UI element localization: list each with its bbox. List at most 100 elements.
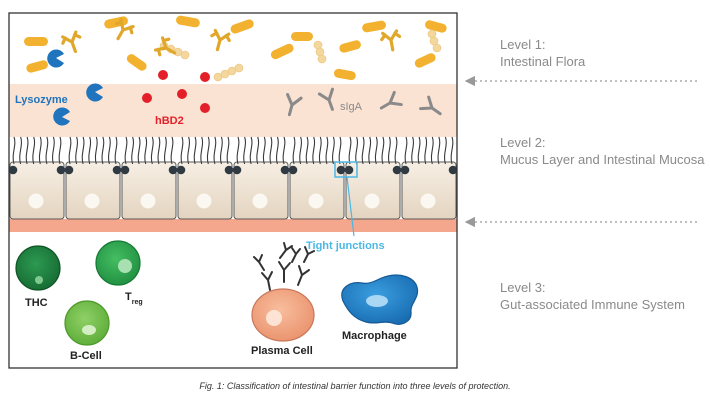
level-3-label: Level 3: Gut-associated Immune System: [500, 279, 685, 313]
hbd2-label: hBD2: [155, 115, 184, 127]
tight-junction-dot: [344, 165, 354, 175]
bacterium: [291, 32, 313, 41]
tight-junction-dot: [120, 165, 130, 175]
antibody: [114, 17, 135, 41]
antibodies-gold: [61, 17, 402, 57]
level-1-title: Level 1:: [500, 37, 546, 52]
hbd2-dot: [158, 70, 168, 80]
thc-cell: [15, 245, 61, 291]
epithelial-cell: [345, 161, 401, 220]
tight-junction-dot: [448, 165, 458, 175]
plasma-cell-label: Plasma Cell: [251, 345, 313, 357]
cell-nucleus: [84, 193, 100, 209]
bacterium: [26, 60, 48, 73]
epithelial-cell: [401, 161, 457, 220]
macrophage-label: Macrophage: [342, 330, 407, 342]
microvilli: [404, 136, 454, 165]
siga-label: sIgA: [340, 101, 363, 113]
bead-chain: [213, 63, 244, 82]
hbd2-dot: [177, 89, 187, 99]
microvilli: [236, 136, 286, 165]
tight-junction-dot: [392, 165, 402, 175]
tight-junction-dot: [8, 165, 18, 175]
bacterium: [334, 68, 356, 81]
basement-membrane: [9, 219, 457, 232]
bacterium: [24, 37, 48, 46]
level-2-subtitle: Mucus Layer and Intestinal Mucosa: [500, 152, 705, 167]
tight-junction-dot: [64, 165, 74, 175]
microvilli: [68, 136, 118, 165]
microvilli: [124, 136, 174, 165]
treg-cell: [95, 240, 141, 286]
epithelial-cell: [121, 161, 177, 220]
tight-junction-dot: [168, 165, 178, 175]
bacterium: [362, 20, 386, 33]
tight-junction-dot: [176, 165, 186, 175]
tight-junction-dot: [336, 165, 346, 175]
bead-chain: [427, 29, 442, 53]
tight-junction-dot: [232, 165, 242, 175]
tight-junction-dot: [112, 165, 122, 175]
bacterium: [126, 54, 147, 71]
level-1-subtitle: Intestinal Flora: [500, 54, 586, 69]
tight-junction-dot: [56, 165, 66, 175]
cell-nucleus: [364, 193, 380, 209]
bacterium: [339, 40, 361, 53]
siga-antibody: [286, 92, 303, 117]
cell-nucleus: [308, 193, 324, 209]
lysozyme-label: Lysozyme: [15, 94, 68, 106]
siga-antibody: [317, 87, 334, 111]
hbd2-dot: [200, 103, 210, 113]
tight-junction-dot: [224, 165, 234, 175]
bead-chain: [313, 40, 327, 64]
microvilli: [292, 136, 342, 165]
bead-chain-bacteria: [159, 29, 442, 82]
epithelial-cell-layer: [8, 136, 458, 220]
epithelial-cell: [65, 161, 121, 220]
level-1-label: Level 1: Intestinal Flora: [500, 36, 585, 70]
hbd2-dot: [200, 72, 210, 82]
hbd2-molecules: [142, 70, 210, 113]
siga-antibody: [419, 95, 442, 116]
tight-junction-dot: [288, 165, 298, 175]
bacterium: [176, 15, 200, 28]
lysozyme-molecules: [47, 49, 103, 126]
bcell-label: B-Cell: [70, 350, 102, 362]
lysozyme-icon: [47, 49, 64, 68]
antibody: [61, 30, 82, 53]
microvilli: [348, 136, 398, 165]
bacterium: [270, 43, 294, 60]
mucus-layer: [9, 84, 457, 137]
siga-molecules: [286, 87, 442, 117]
level-3-subtitle: Gut-associated Immune System: [500, 297, 685, 312]
tight-junction-dot: [400, 165, 410, 175]
antibody: [380, 29, 402, 52]
treg-subscript: reg: [132, 299, 143, 306]
antibody: [153, 36, 177, 57]
cell-nucleus: [196, 193, 212, 209]
cell-nucleus: [28, 193, 44, 209]
tight-junction-pointer: [346, 176, 355, 237]
macrophage-cell: [341, 274, 419, 325]
lysozyme-icon: [86, 83, 103, 102]
tight-junction-box: [334, 161, 358, 178]
plasma-cell: [251, 242, 315, 342]
epithelial-cell: [9, 161, 65, 220]
lysozyme-icon: [53, 107, 70, 126]
level-2-label: Level 2: Mucus Layer and Intestinal Muco…: [500, 134, 705, 168]
bacterium: [230, 19, 254, 34]
level-2-title: Level 2:: [500, 135, 546, 150]
epithelial-cell: [233, 161, 289, 220]
treg-label: Treg: [125, 291, 143, 306]
epithelial-cell: [289, 161, 345, 220]
microvilli: [12, 136, 62, 165]
bacterium: [414, 53, 436, 68]
microvilli: [180, 136, 230, 165]
siga-antibody: [379, 90, 403, 110]
cell-nucleus: [140, 193, 156, 209]
epithelial-cell: [177, 161, 233, 220]
tight-junction-dot: [280, 165, 290, 175]
cell-nucleus: [252, 193, 268, 209]
diagram-frame: [8, 12, 458, 369]
